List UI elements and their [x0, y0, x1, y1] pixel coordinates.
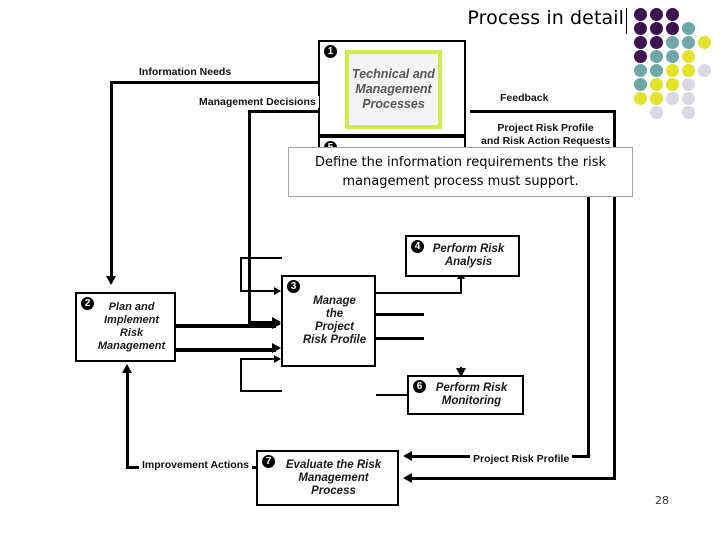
edge-node3-to-node6-arrowhead — [456, 368, 466, 377]
edge-node6-loop-top — [240, 358, 276, 360]
node-1-highlight-panel: Technical and Management Processes — [345, 50, 442, 129]
edge-label-improvement-actions: Improvement Actions — [139, 459, 252, 471]
decor-dot — [650, 78, 663, 91]
decor-dot — [682, 64, 695, 77]
page-number: 28 — [655, 494, 669, 507]
decor-dot — [650, 50, 663, 63]
decor-dot — [682, 106, 695, 119]
decor-dot — [650, 64, 663, 77]
edge-improvement-actions-arrowhead — [122, 364, 132, 373]
edge-feedback-arrowhead — [403, 473, 412, 483]
edge-node6-loop-bottom — [240, 390, 282, 392]
decor-dot — [634, 92, 647, 105]
edge-label-information-needs: Information Needs — [136, 66, 235, 78]
edge-information-needs-arrowhead — [106, 276, 116, 285]
edge-risk-action-requests-vertical — [587, 186, 590, 458]
edge-risk-action-requests-arrowhead — [403, 451, 412, 461]
edge-management-decisions-to-node3 — [248, 321, 276, 324]
edge-node3-to-node4-horizontal — [376, 292, 462, 294]
decor-dot — [666, 36, 679, 49]
node-6-badge: 6 — [413, 380, 426, 393]
decor-dot — [650, 8, 663, 21]
node-3-badge: 3 — [287, 280, 300, 293]
decor-dot — [666, 78, 679, 91]
edge-node4-loop-top — [240, 257, 282, 259]
edge-node4-loop-left — [240, 257, 242, 292]
decor-dot — [650, 22, 663, 35]
decor-dot — [634, 36, 647, 49]
edge-management-decisions-vertical — [248, 110, 251, 324]
node-3-label: Manage the Project Risk Profile — [302, 295, 367, 346]
edge-node2-to-node3-b — [176, 348, 276, 352]
decor-dot — [698, 64, 711, 77]
edge-information-needs-vertical — [110, 81, 113, 276]
node-2-badge: 2 — [81, 297, 94, 310]
node-perform-risk-monitoring[interactable]: 6 Perform Risk Monitoring — [407, 375, 524, 415]
node-1-badge: 1 — [324, 45, 337, 58]
decor-dot — [682, 92, 695, 105]
decor-dot — [634, 8, 647, 21]
node-7-badge: 7 — [262, 455, 275, 468]
node-evaluate-the-risk-management-process[interactable]: 7 Evaluate the Risk Management Process — [256, 450, 399, 506]
edge-feedback-bottom — [412, 477, 616, 480]
edge-node2-to-node3-a-arrowhead — [272, 319, 281, 329]
edge-to-node6-horizontal — [376, 394, 408, 396]
decor-dot — [698, 36, 711, 49]
decor-dot — [682, 22, 695, 35]
decor-dot — [634, 78, 647, 91]
edge-node6-loop-arrowhead — [274, 355, 281, 363]
node-2-label: Plan and Implement Risk Management — [97, 301, 166, 352]
decor-dot — [666, 22, 679, 35]
decor-dot — [682, 78, 695, 91]
title-divider — [626, 8, 627, 34]
decor-dot — [634, 22, 647, 35]
edge-improvement-actions-vertical — [126, 372, 129, 469]
dot-grid-decoration — [634, 8, 716, 120]
edge-management-decisions-horizontal — [248, 110, 318, 113]
edge-node3-stub-b — [376, 337, 424, 340]
node-technical-and-management-processes[interactable]: 1 Technical and Management Processes — [318, 40, 466, 136]
decor-dot — [650, 106, 663, 119]
callout-note: Define the information requirements the … — [288, 147, 633, 197]
decor-dot — [682, 36, 695, 49]
decor-dot — [666, 64, 679, 77]
decor-dot — [650, 36, 663, 49]
node-perform-risk-analysis[interactable]: 4 Perform Risk Analysis — [405, 235, 520, 277]
page-title: Process in detail — [467, 7, 624, 29]
decor-dot — [666, 8, 679, 21]
edge-label-feedback: Feedback — [497, 92, 552, 104]
node-4-badge: 4 — [411, 240, 424, 253]
edge-feedback-horizontal — [470, 110, 616, 113]
decor-dot — [634, 64, 647, 77]
node-manage-the-project-risk-profile[interactable]: 3 Manage the Project Risk Profile — [281, 275, 376, 367]
edge-node2-to-node3-a — [176, 324, 276, 328]
node-6-label: Perform Risk Monitoring — [435, 382, 508, 407]
edge-label-project-risk-profile-and-risk-action-requests: Project Risk Profile and Risk Action Req… — [478, 122, 614, 148]
edge-node4-loop-arrowhead — [274, 287, 281, 295]
decor-dot — [650, 92, 663, 105]
node-7-label: Evaluate the Risk Management Process — [285, 458, 382, 497]
edge-node3-to-node4-vertical — [460, 277, 462, 294]
edge-feedback-vertical — [613, 110, 616, 480]
edge-label-project-risk-profile: Project Risk Profile — [470, 453, 573, 465]
edge-information-needs-horizontal — [110, 81, 318, 84]
edge-node4-loop-bottom — [240, 290, 276, 292]
decor-dot — [666, 50, 679, 63]
decor-dot — [666, 92, 679, 105]
edge-node6-loop-left — [240, 358, 242, 392]
node-4-label: Perform Risk Analysis — [432, 243, 505, 268]
edge-node3-stub-a — [376, 313, 424, 316]
edge-label-management-decisions: Management Decisions — [196, 96, 319, 108]
decor-dot — [634, 50, 647, 63]
node-plan-and-implement-risk-management[interactable]: 2 Plan and Implement Risk Management — [75, 292, 176, 362]
decor-dot — [682, 50, 695, 63]
edge-node2-to-node3-b-arrowhead — [272, 343, 281, 353]
